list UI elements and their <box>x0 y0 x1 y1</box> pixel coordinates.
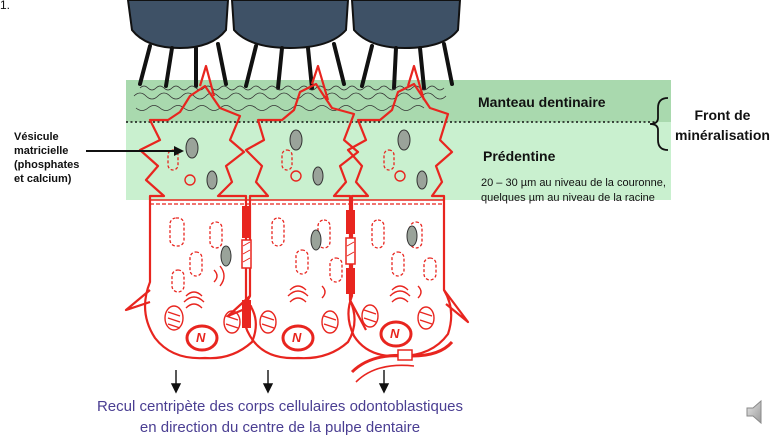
enamel-cells <box>128 0 460 48</box>
vesicle-line-4: et calcium) <box>14 172 79 186</box>
corner-text: 1. <box>0 0 10 12</box>
mineralization-front-label: Front de minéralisation <box>675 105 770 145</box>
golgi <box>184 266 421 308</box>
nucleus-label-1: N <box>196 330 205 345</box>
nucleus-label-3: N <box>390 326 399 341</box>
thickness-crown: 20 – 30 µm au niveau de la couronne, <box>481 176 721 191</box>
manteau-label: Manteau dentinaire <box>478 94 606 110</box>
vesicle-line-3: (phosphates <box>14 158 79 172</box>
thickness-root: quelques µm au niveau de la racine <box>481 191 721 206</box>
vesicle-label: Vésicule matricielle (phosphates et calc… <box>14 130 79 186</box>
caption-line-1: Recul centripète des corps cellulaires o… <box>0 396 560 417</box>
recoil-arrows <box>172 370 388 392</box>
predentine-label: Prédentine <box>483 148 555 164</box>
terminal-web <box>150 200 444 204</box>
thickness-note: 20 – 30 µm au niveau de la couronne, que… <box>481 176 721 206</box>
vesicle-line-1: Vésicule <box>14 130 79 144</box>
front-line-1: Front de <box>675 105 770 125</box>
front-line-2: minéralisation <box>675 125 770 145</box>
speaker-icon[interactable] <box>745 398 767 426</box>
vesicle-line-2: matricielle <box>14 144 79 158</box>
caption: Recul centripète des corps cellulaires o… <box>0 396 560 438</box>
nucleus-label-2: N <box>292 330 301 345</box>
